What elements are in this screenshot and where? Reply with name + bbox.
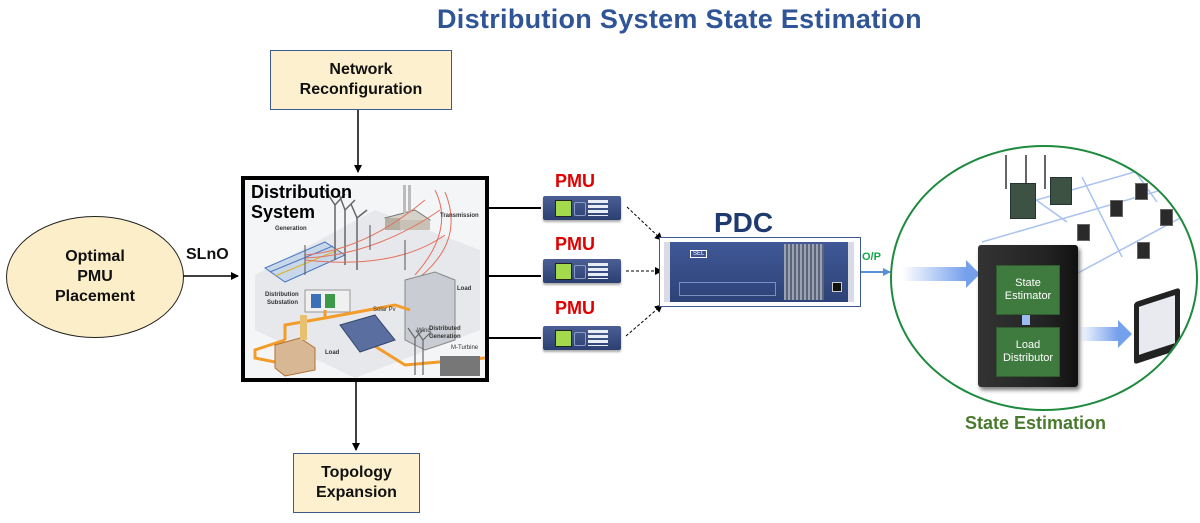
wind-turbines-icon bbox=[324, 189, 368, 270]
label-generation: Generation bbox=[275, 226, 307, 232]
pmu-keypad bbox=[574, 265, 586, 279]
pmu-buttons bbox=[588, 263, 608, 279]
pdc-front-panel bbox=[679, 282, 776, 296]
page-title: Distribution System State Estimation bbox=[437, 4, 922, 34]
topology-line1: Topology bbox=[321, 464, 392, 481]
pmu-buttons bbox=[588, 330, 608, 346]
pylon-icon bbox=[1025, 155, 1027, 189]
load-distributor-module: Load Distributor bbox=[996, 327, 1060, 377]
pdc-vent bbox=[784, 244, 824, 300]
module-link bbox=[1022, 315, 1030, 325]
optimal-pmu-line2: PMU bbox=[77, 268, 113, 285]
load-distributor-line2: Distributor bbox=[1002, 352, 1054, 364]
pmu-keypad bbox=[574, 202, 586, 216]
substation-cabinet-icon bbox=[1010, 183, 1036, 219]
ds-title-line1: Distribution bbox=[251, 182, 352, 202]
transmission-lines bbox=[304, 189, 452, 278]
pdc-label: PDC bbox=[714, 207, 774, 238]
pmu1-pdc-arrow bbox=[626, 206, 663, 241]
topology-line2: Expansion bbox=[316, 484, 397, 501]
pmu-label-3: PMU bbox=[555, 298, 595, 318]
label-dg-2: Generation bbox=[429, 334, 461, 340]
label-substation-1: Distribution bbox=[265, 292, 299, 298]
topology-expansion-node: Topology Expansion bbox=[293, 453, 420, 513]
pdc-node: SEL bbox=[659, 237, 861, 307]
pdc-brand: SEL bbox=[690, 250, 708, 258]
optimal-pmu-line1: Optimal bbox=[65, 248, 125, 265]
pdc-bracket-left bbox=[664, 242, 670, 302]
pmu-label-2: PMU bbox=[555, 234, 595, 254]
pmu-screen bbox=[555, 330, 572, 347]
network-reconfiguration-node: Network Reconfiguration bbox=[270, 50, 452, 110]
pmu-device-1 bbox=[543, 196, 621, 220]
pmu3-pdc-arrow bbox=[625, 304, 663, 337]
label-load-building: Load bbox=[457, 286, 472, 292]
distribution-system-title: Distribution System bbox=[251, 182, 352, 222]
input-flow-arrow bbox=[902, 260, 980, 288]
pdc-device: SEL bbox=[664, 242, 854, 302]
pylons bbox=[304, 225, 406, 275]
pmu-device-3 bbox=[543, 326, 621, 350]
label-substation-2: Substation bbox=[267, 300, 298, 306]
state-estimator-line2: Estimator bbox=[1004, 290, 1052, 302]
distribution-system-node: Distribution System Generation Transmiss… bbox=[241, 176, 489, 382]
network-reconfig-line2: Reconfiguration bbox=[299, 81, 423, 98]
label-turbine: M-Turbine bbox=[451, 345, 479, 351]
pdc-bracket-right bbox=[848, 242, 854, 302]
solar-panels-icon bbox=[339, 314, 396, 353]
pylon-icon bbox=[1005, 155, 1007, 189]
load-building-icon bbox=[404, 271, 456, 351]
monitor-screen bbox=[1139, 295, 1175, 355]
load-house-icon bbox=[274, 337, 316, 377]
state-estimator-line1: State bbox=[1015, 277, 1041, 289]
substation-cabinet-icon bbox=[1050, 177, 1072, 205]
label-solar: Solar Pv bbox=[373, 307, 396, 313]
ds-title-line2: System bbox=[251, 202, 316, 222]
optimal-pmu-line3: Placement bbox=[54, 288, 136, 305]
microturbine-icon bbox=[440, 356, 480, 376]
slno-label: SLnO bbox=[186, 246, 229, 263]
state-estimation-caption: State Estimation bbox=[965, 413, 1107, 433]
pmu-screen bbox=[555, 200, 572, 217]
output-label: O/P bbox=[862, 251, 881, 263]
pmu-device-2 bbox=[543, 259, 621, 283]
meter-icon bbox=[1137, 242, 1150, 259]
label-wind: Wind bbox=[417, 328, 431, 334]
state-estimation-node: State Estimator Load Distributor bbox=[890, 145, 1198, 411]
pylon-icon bbox=[1044, 155, 1046, 189]
meter-icon bbox=[1160, 209, 1173, 226]
output-flow-arrow bbox=[1078, 320, 1132, 348]
label-dg-1: Distributed bbox=[429, 326, 461, 332]
optimal-pmu-placement-node: Optimal PMU Placement bbox=[6, 216, 184, 338]
meter-icon bbox=[1135, 183, 1148, 200]
server-icon: State Estimator Load Distributor bbox=[978, 245, 1078, 387]
pmu-keypad bbox=[574, 332, 586, 346]
pmu-buttons bbox=[588, 200, 608, 216]
meter-icon bbox=[1077, 224, 1090, 241]
network-reconfig-line1: Network bbox=[329, 61, 393, 78]
label-transmission: Transmission bbox=[440, 213, 479, 219]
state-estimator-module: State Estimator bbox=[996, 265, 1060, 315]
load-distributor-line1: Load bbox=[1015, 339, 1041, 351]
pdc-ethernet-port bbox=[832, 282, 842, 292]
label-load-house: Load bbox=[325, 350, 340, 356]
meter-icon bbox=[1110, 200, 1123, 217]
distributed-generation-icon bbox=[407, 327, 432, 375]
distribution-system-illustration bbox=[253, 185, 485, 378]
network-grid bbox=[981, 156, 1188, 288]
pmu-screen bbox=[555, 263, 572, 280]
pmu-label-1: PMU bbox=[555, 171, 595, 191]
